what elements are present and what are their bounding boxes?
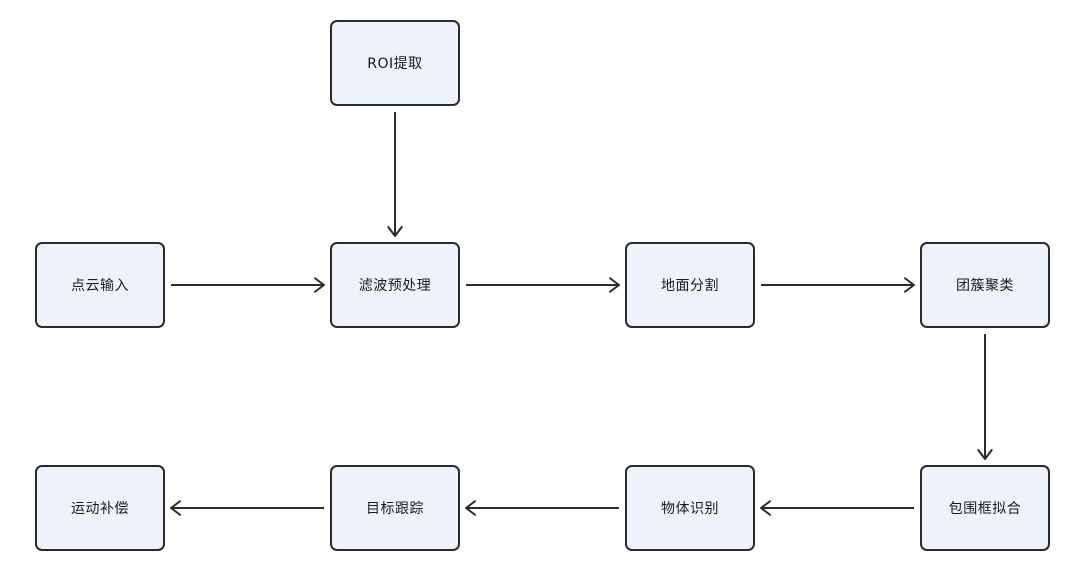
arrowhead-input-to-filter (314, 277, 325, 293)
arrowhead-roi-to-filter (387, 226, 403, 237)
node-label: 团簇聚类 (956, 278, 1014, 294)
node-label: 地面分割 (661, 278, 719, 294)
arrowhead-filter-to-ground (609, 277, 620, 293)
node-label: 运动补偿 (71, 501, 129, 517)
arrowhead-tracking-to-compensation (170, 500, 181, 516)
node-label: 目标跟踪 (366, 501, 424, 517)
node-clustering: 团簇聚类 (920, 242, 1050, 328)
node-label: 点云输入 (71, 278, 129, 294)
arrowhead-ground-to-cluster (904, 277, 915, 293)
node-ground-segmentation: 地面分割 (625, 242, 755, 328)
arrowhead-bbox-to-recognition (760, 500, 771, 516)
arrowhead-recognition-to-tracking (465, 500, 476, 516)
node-label: ROI提取 (367, 56, 423, 72)
arrowhead-cluster-to-bbox (977, 449, 993, 460)
diagram-edges (170, 112, 993, 516)
node-label: 物体识别 (661, 501, 719, 517)
node-target-tracking: 目标跟踪 (330, 465, 460, 551)
node-object-recognition: 物体识别 (625, 465, 755, 551)
node-roi-extraction: ROI提取 (330, 20, 460, 106)
node-point-cloud-input: 点云输入 (35, 242, 165, 328)
node-filter-preprocess: 滤波预处理 (330, 242, 460, 328)
node-bounding-box-fitting: 包围框拟合 (920, 465, 1050, 551)
node-motion-compensation: 运动补偿 (35, 465, 165, 551)
node-label: 滤波预处理 (358, 278, 432, 294)
node-label: 包围框拟合 (948, 501, 1022, 517)
